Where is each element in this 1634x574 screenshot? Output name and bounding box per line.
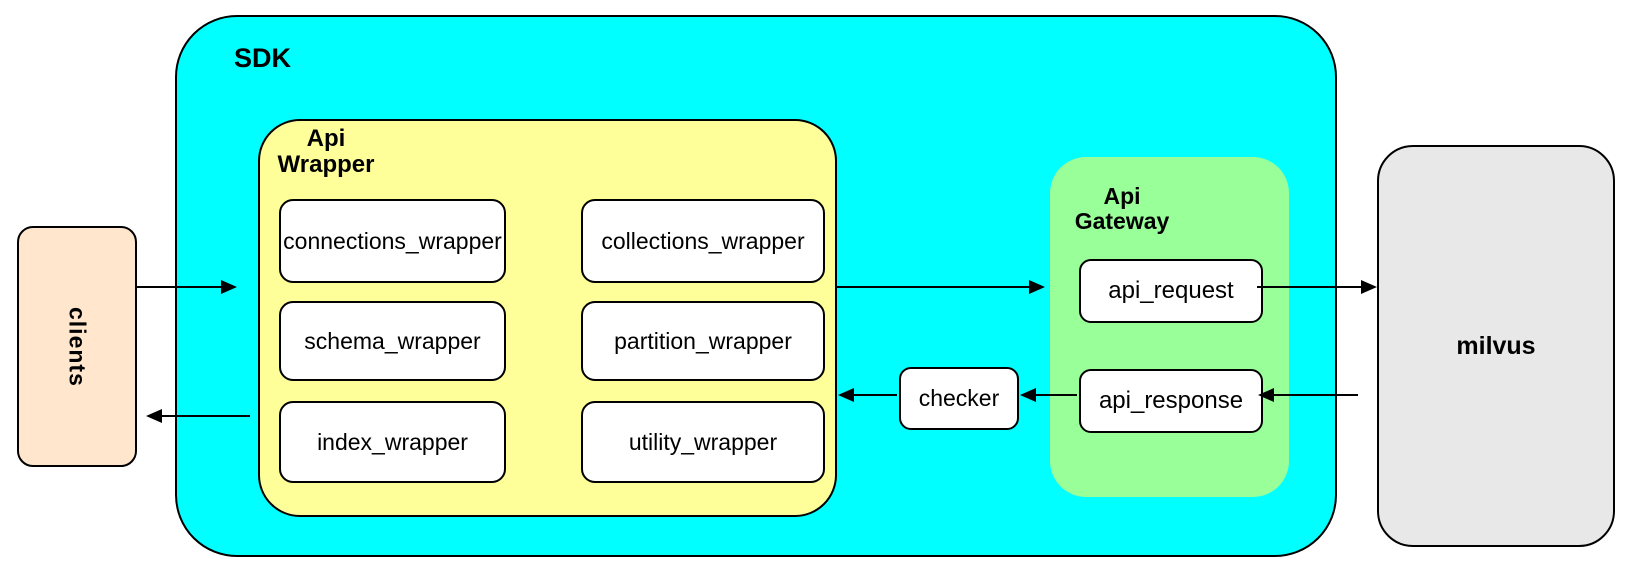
api-response-box: api_response xyxy=(1079,369,1263,433)
collections-wrapper-box: collections_wrapper xyxy=(581,199,825,283)
api-wrapper-container: Api Wrapper connections_wrapper collecti… xyxy=(258,119,837,517)
index-wrapper-box: index_wrapper xyxy=(279,401,506,483)
schema-wrapper-box: schema_wrapper xyxy=(279,301,506,381)
connections-wrapper-box: connections_wrapper xyxy=(279,199,506,283)
milvus-box: milvus xyxy=(1377,145,1615,547)
api-gateway-container: Api Gateway api_request api_response xyxy=(1050,157,1289,497)
api-gateway-label: Api Gateway xyxy=(1074,183,1170,234)
partition-wrapper-box: partition_wrapper xyxy=(581,301,825,381)
sdk-container: SDK Api Wrapper connections_wrapper coll… xyxy=(175,15,1337,557)
api-request-box: api_request xyxy=(1079,259,1263,323)
clients-box: clients xyxy=(17,226,137,467)
sdk-label: SDK xyxy=(234,43,292,73)
api-wrapper-label: Api Wrapper xyxy=(277,125,375,178)
clients-label: clients xyxy=(64,306,91,387)
checker-box: checker xyxy=(899,367,1019,430)
utility-wrapper-box: utility_wrapper xyxy=(581,401,825,483)
